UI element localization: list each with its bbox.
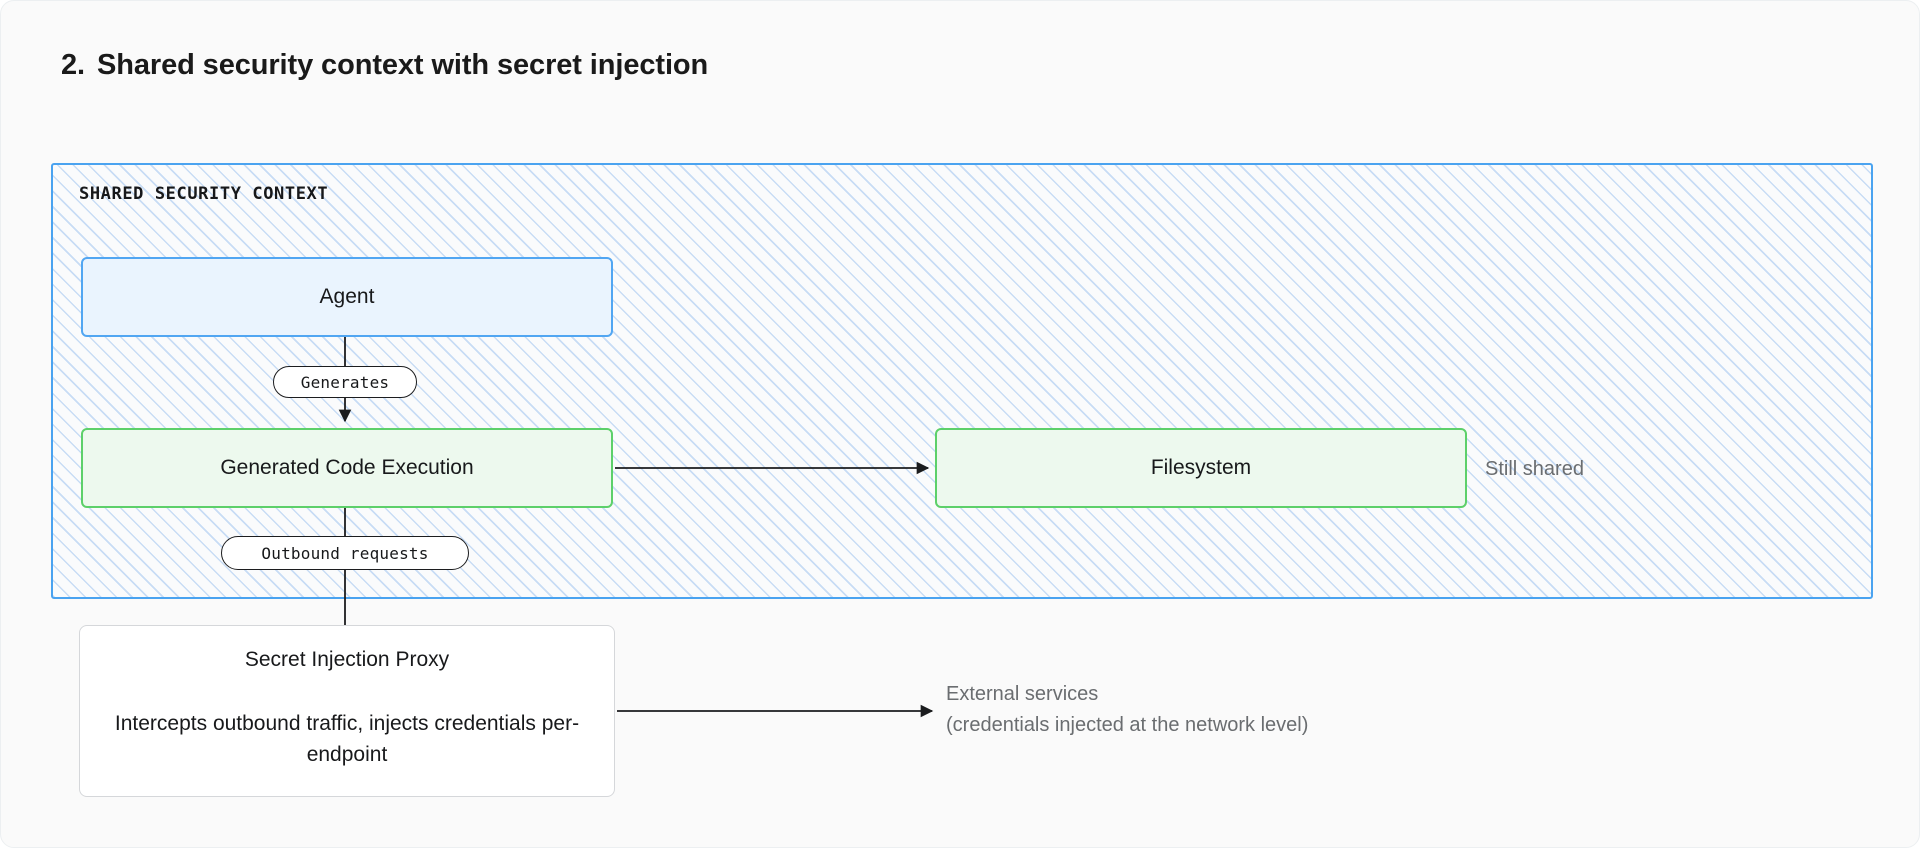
node-filesystem[interactable]: Filesystem xyxy=(935,428,1467,508)
page-title-number: 2. xyxy=(61,49,85,81)
annotation-still-shared: Still shared xyxy=(1485,458,1584,480)
node-secret-injection-proxy-description: Intercepts outbound traffic, injects cre… xyxy=(114,711,580,766)
shared-security-context-label: SHARED SECURITY CONTEXT xyxy=(79,184,329,204)
annotation-external-services: External services (credentials injected … xyxy=(946,683,1309,736)
node-generated-code-execution[interactable]: Generated Code Execution xyxy=(81,428,613,508)
node-generated-code-execution-label: Generated Code Execution xyxy=(220,456,474,480)
shared-security-context-group xyxy=(51,163,1873,599)
node-secret-injection-proxy-label: Secret Injection Proxy xyxy=(244,648,450,672)
edge-label-generates: Generates xyxy=(273,366,417,398)
page-title: 2. Shared security context with secret in… xyxy=(61,49,708,82)
page-title-text: Shared security context with secret inje… xyxy=(97,49,709,81)
node-agent[interactable]: Agent xyxy=(81,257,613,337)
node-secret-injection-proxy[interactable]: Secret Injection Proxy Intercepts outbou… xyxy=(79,625,615,797)
edge-label-outbound-requests: Outbound requests xyxy=(221,536,469,570)
node-filesystem-label: Filesystem xyxy=(1150,456,1252,480)
node-agent-label: Agent xyxy=(319,285,375,309)
